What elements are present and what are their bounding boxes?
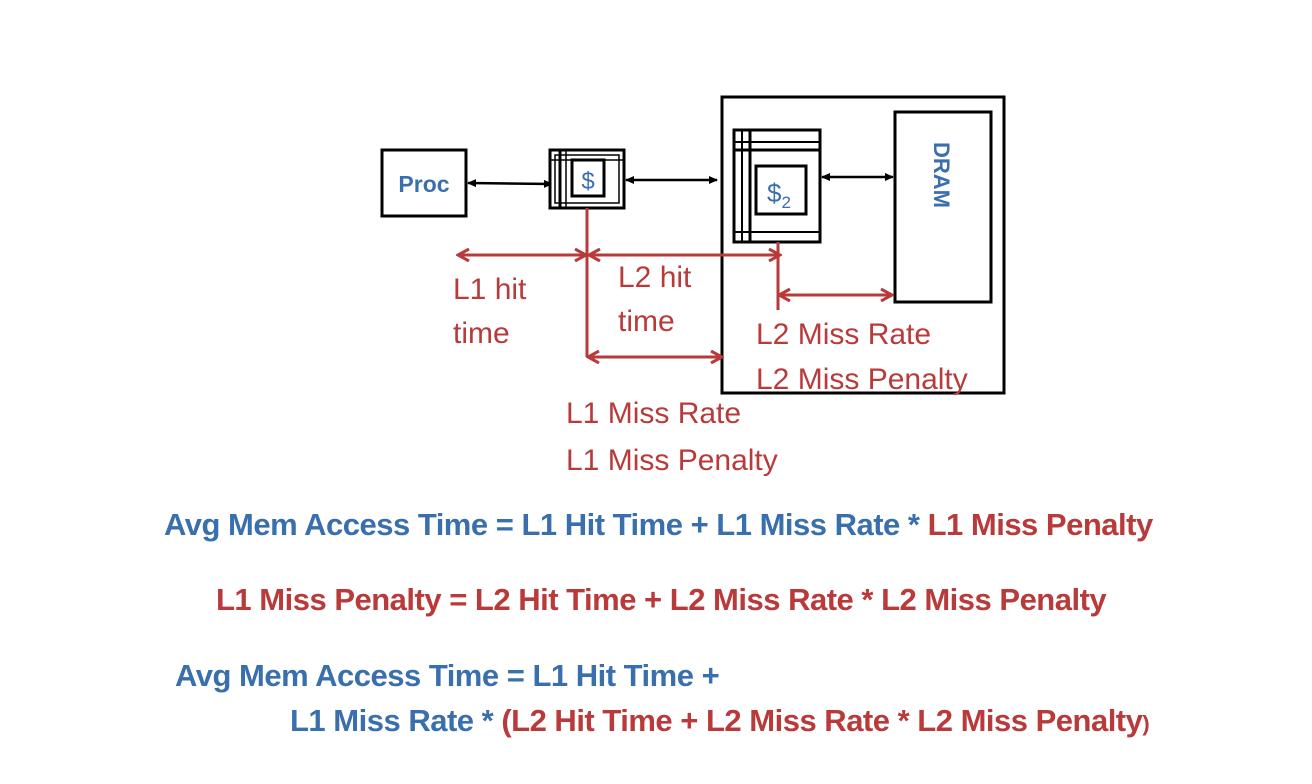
proc-label: Proc [398, 171, 449, 197]
l1-miss-penalty-equation: L1 Miss Penalty = L2 Hit Time + L2 Miss … [216, 582, 1107, 618]
l1-miss-penalty-equation-text: L1 Miss Penalty = L2 Hit Time + L2 Miss … [216, 582, 1107, 617]
amat-equation-red: L1 Miss Penalty [927, 507, 1154, 542]
l2-miss-label: L2 Miss Rate L2 Miss Penalty [756, 318, 968, 396]
timing-annotations [459, 208, 891, 357]
memory-subsystem-box [720, 95, 1006, 395]
l1-cache-label: $ [581, 168, 594, 195]
cache-hierarchy-diagram: Proc $ $2 DRAM [380, 95, 1006, 477]
l2-cache-label: $2 [767, 178, 791, 212]
l1-hit-time-label: L1 hit time [453, 273, 535, 350]
amat-expanded-line2-close: ) [1142, 711, 1150, 736]
l1-miss-label: L1 Miss Rate L1 Miss Penalty [566, 397, 778, 477]
amat-equation: Avg Mem Access Time = L1 Hit Time + L1 M… [164, 507, 1153, 543]
amat-expanded-line1-text: Avg Mem Access Time = L1 Hit Time + [175, 658, 720, 693]
dram-label: DRAM [929, 142, 954, 208]
amat-expanded-line1: Avg Mem Access Time = L1 Hit Time + [175, 658, 720, 694]
dram-box: DRAM [893, 110, 993, 304]
l2-hit-time-label: L2 hit time [618, 261, 700, 338]
amat-expanded-line2-blue: L1 Miss Rate * [290, 703, 502, 738]
amat-expanded-line2-red: (L2 Hit Time + L2 Miss Rate * L2 Miss Pe… [501, 703, 1143, 738]
l2-cache-box: $2 [732, 128, 822, 244]
l1-cache-box: $ [548, 148, 626, 210]
processor-box: Proc [380, 148, 468, 218]
proc-l1-link-arrow [467, 179, 553, 188]
amat-equation-blue: Avg Mem Access Time = L1 Hit Time + L1 M… [164, 507, 928, 542]
amat-expanded-line2: L1 Miss Rate * (L2 Hit Time + L2 Miss Ra… [290, 703, 1150, 739]
